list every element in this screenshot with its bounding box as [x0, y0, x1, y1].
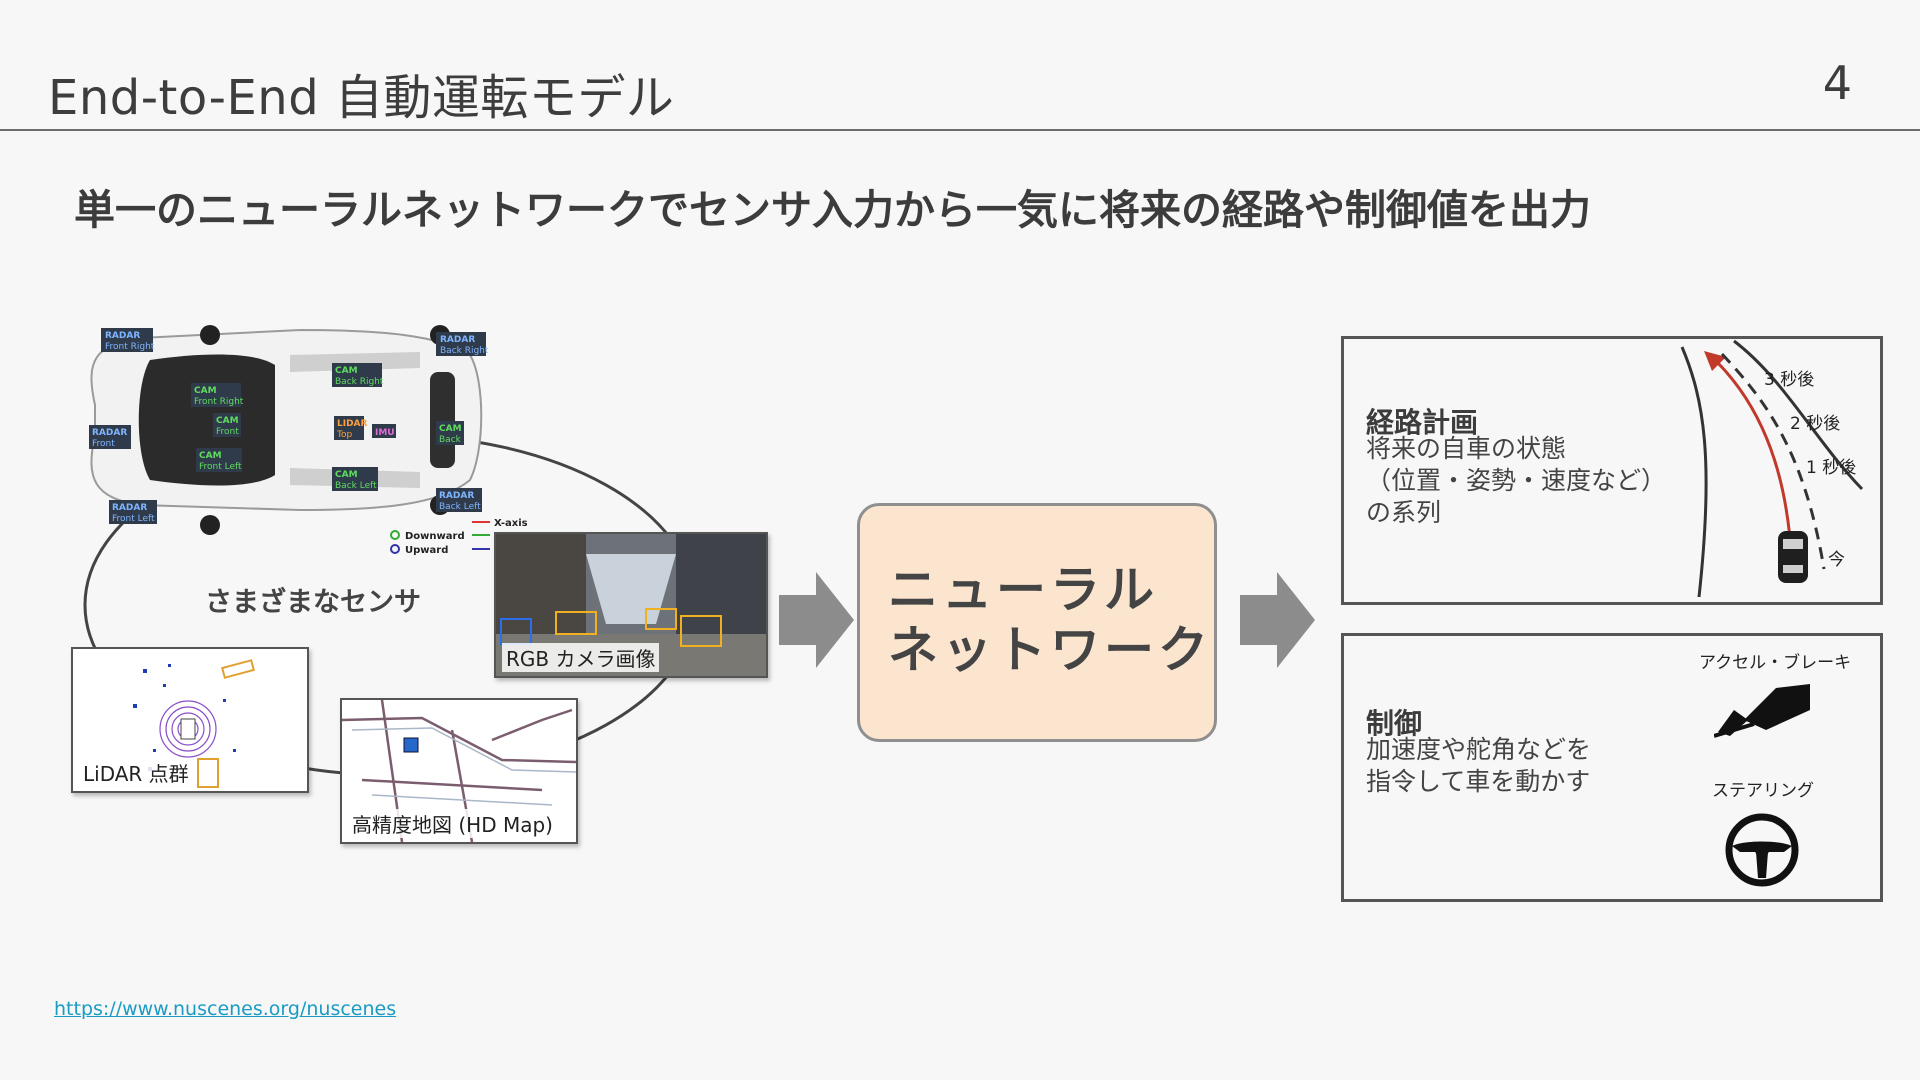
sensor-group-label: さまざまなセンサ [205, 587, 421, 618]
camera-image: RGB カメラ画像 [494, 532, 768, 678]
flow-arrow-output [1240, 572, 1315, 668]
legend-upward: Upward [405, 545, 448, 556]
trajectory-diagram [1680, 339, 1864, 598]
tag-radar-front-right-sub: Front Right [105, 342, 155, 352]
planning-title: 経路計画 [1366, 406, 1479, 439]
steering-wheel-icon [1725, 813, 1799, 887]
legend-downward: Downward [405, 531, 465, 542]
tag-cam-back-left-title: CAM [335, 470, 358, 480]
tag-cam-back-sub: Back [439, 435, 462, 445]
time-label-now: 今 [1828, 550, 1845, 570]
tag-lidar-top-sub: Top [336, 430, 352, 440]
tag-lidar-top-title: LIDAR [337, 419, 368, 429]
tag-cam-back-right-title: CAM [335, 366, 358, 376]
lidar-image: LiDAR 点群 [71, 647, 309, 793]
tag-cam-front-right-sub: Front Right [194, 397, 244, 407]
title-divider [0, 129, 1920, 131]
tag-cam-front-right-title: CAM [194, 386, 217, 396]
pedal-label: アクセル・ブレーキ [1699, 653, 1852, 673]
control-description: 加速度や舵角などを 指令して車を動かす [1366, 735, 1592, 796]
neural-network-label: ニューラル ネットワーク [888, 561, 1212, 679]
axis-legend: X-axis Downward Upward [390, 518, 528, 556]
lidar-caption: LiDAR 点群 [79, 758, 193, 787]
tag-cam-back-title: CAM [439, 424, 462, 434]
ego-car-icon [1778, 531, 1808, 583]
steering-label: ステアリング [1712, 781, 1814, 801]
vehicle-sensor-tags: RADAR Front Right RADAR Back Right CAM B… [89, 328, 489, 524]
tag-imu: IMU [375, 428, 395, 438]
time-label-3s: 3 秒後 [1764, 370, 1815, 390]
tag-cam-front-sub: Front [216, 427, 239, 437]
tag-radar-back-right-title: RADAR [440, 335, 475, 345]
legend-x-axis: X-axis [494, 518, 528, 529]
tag-cam-back-right-sub: Back Right [335, 377, 384, 387]
control-output-box: 制御 加速度や舵角などを 指令して車を動かす アクセル・ブレーキ ステアリング [1341, 633, 1883, 902]
page-number: 4 [1822, 56, 1852, 110]
time-label-2s: 2 秒後 [1790, 414, 1841, 434]
flow-arrow-input [779, 572, 854, 668]
tag-radar-front-left-title: RADAR [112, 503, 147, 513]
control-title: 制御 [1366, 707, 1423, 740]
tag-radar-front-left-sub: Front Left [112, 514, 155, 524]
tag-radar-back-left-title: RADAR [439, 491, 474, 501]
time-label-1s: 1 秒後 [1806, 458, 1857, 478]
tag-radar-front-title: RADAR [92, 428, 127, 438]
tag-radar-back-left-sub: Back Left [439, 502, 481, 512]
tag-radar-back-right-sub: Back Right [440, 346, 489, 356]
planning-output-box: 経路計画 将来の自車の状態 （位置・姿勢・速度など） の系列 3 秒後 2 秒後… [1341, 336, 1883, 605]
hd-map-image: 高精度地図 (HD Map) [340, 698, 578, 844]
pedal-icon [1714, 684, 1810, 738]
tag-cam-back-left-sub: Back Left [335, 481, 377, 491]
planning-description: 将来の自車の状態 （位置・姿勢・速度など） の系列 [1366, 434, 1667, 527]
hd-map-caption: 高精度地図 (HD Map) [348, 809, 557, 838]
slide-subtitle: 単一のニューラルネットワークでセンサ入力から一気に将来の経路や制御値を出力 [74, 186, 1591, 234]
tag-radar-front-right-title: RADAR [105, 331, 140, 341]
tag-cam-front-title: CAM [216, 416, 239, 426]
camera-caption: RGB カメラ画像 [502, 643, 660, 672]
source-link[interactable]: https://www.nuscenes.org/nuscenes [54, 998, 397, 1020]
tag-cam-front-left-sub: Front Left [199, 462, 242, 472]
tag-radar-front-sub: Front [92, 439, 115, 449]
tag-cam-front-left-title: CAM [199, 451, 222, 461]
slide-title: End-to-End 自動運転モデル [48, 70, 675, 126]
neural-network-block: ニューラル ネットワーク [857, 503, 1217, 742]
